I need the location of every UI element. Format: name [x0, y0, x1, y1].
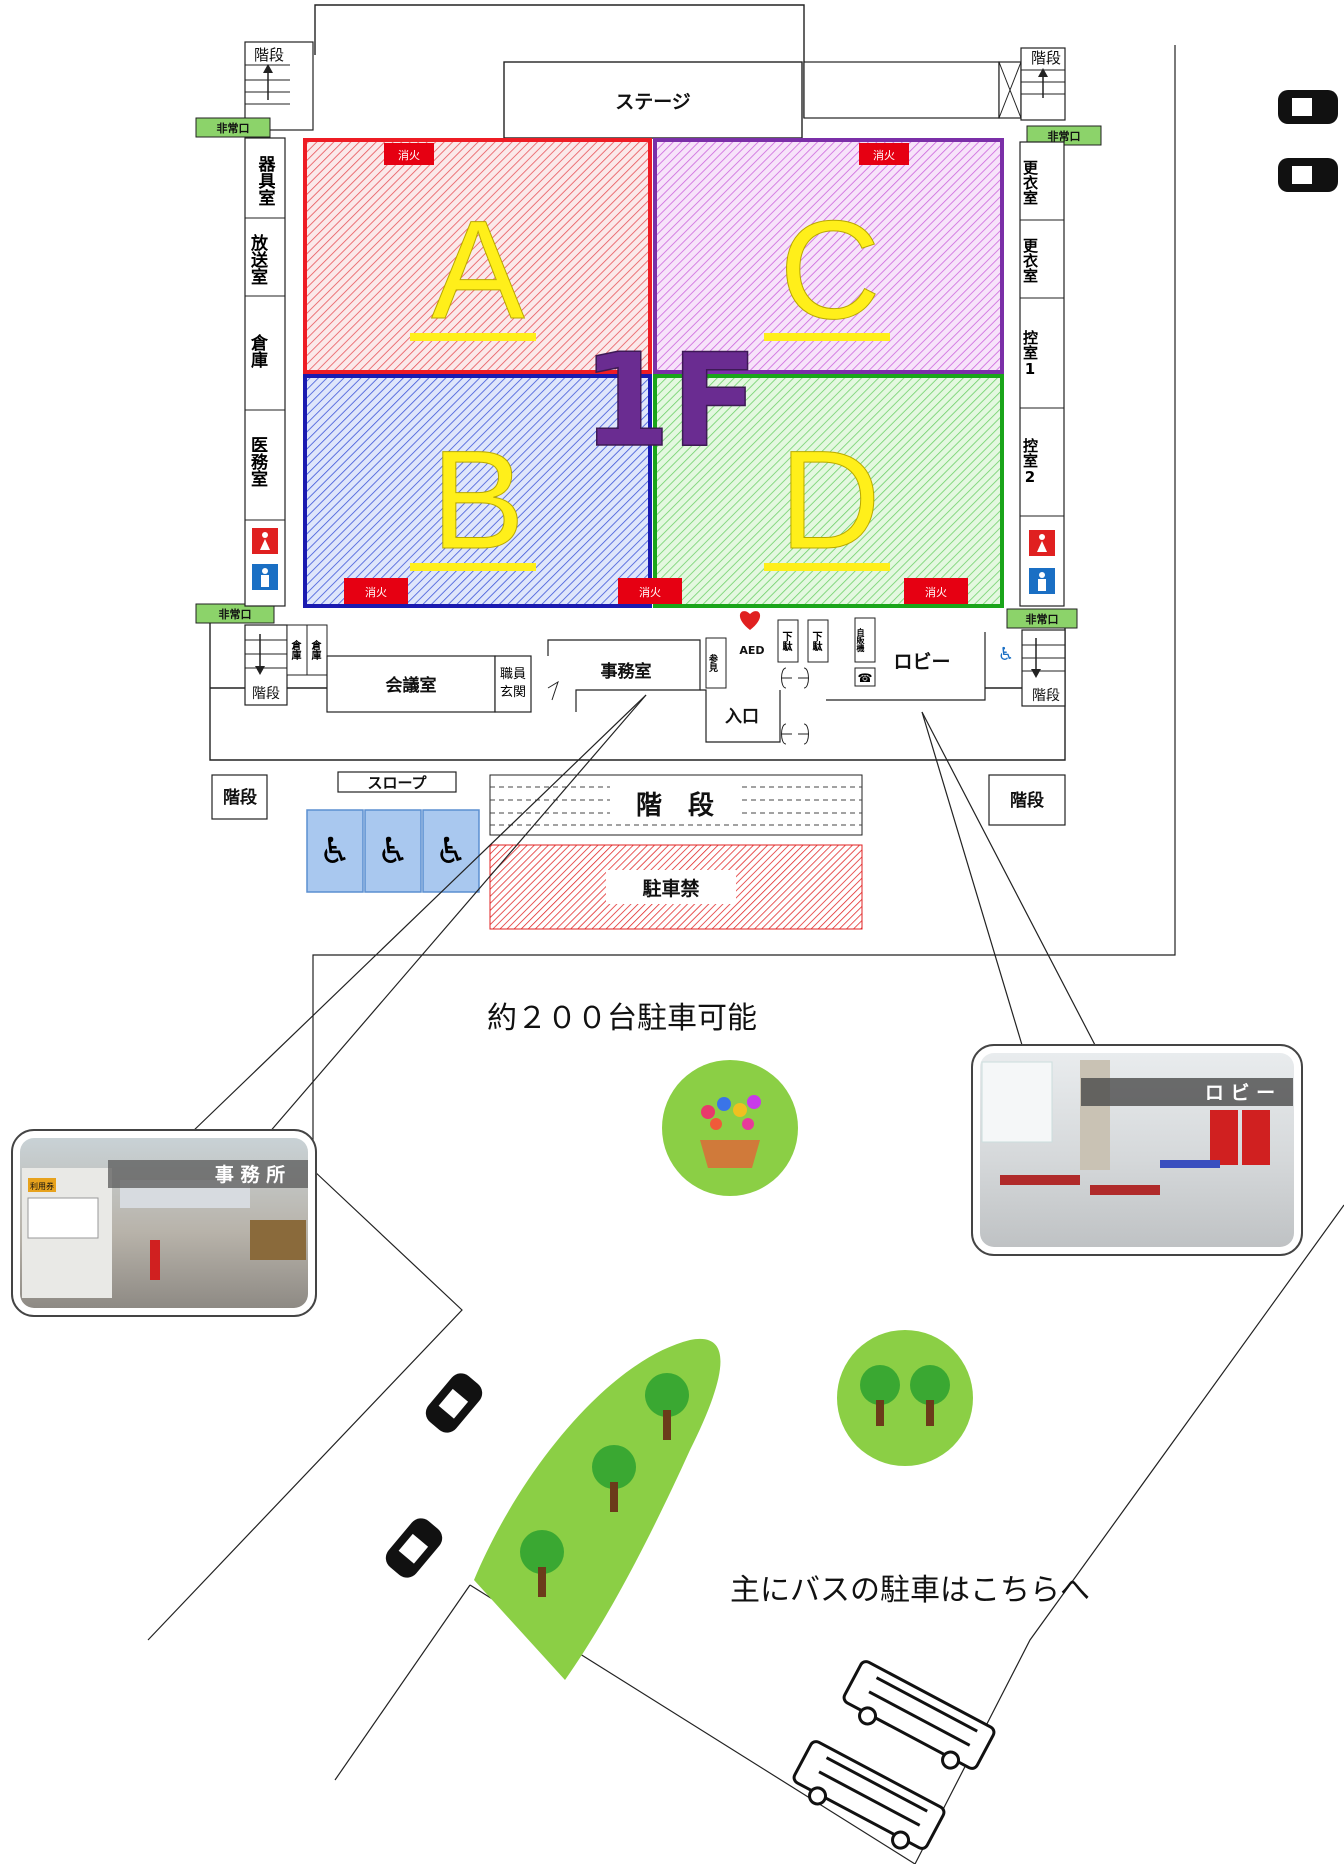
zone-c-label: C: [779, 191, 880, 348]
wheelchair-icon: ♿: [319, 831, 351, 872]
stairs-top-right: 階段: [1020, 47, 1066, 121]
flower-planter-icon: [662, 1060, 798, 1196]
stage-label: ステージ: [615, 91, 691, 113]
room-storage: 倉庫: [247, 334, 267, 368]
svg-text:非常口: 非常口: [1026, 612, 1059, 626]
room-locker-1: 更衣室: [1021, 159, 1039, 205]
room-broadcast: 放送室: [247, 233, 267, 285]
car-icon: [1278, 90, 1338, 192]
zone-b-label: B: [431, 421, 524, 578]
photo-office: 利用券 事 務 所: [11, 1129, 317, 1317]
stairs-top-left: 階段: [244, 41, 314, 131]
svg-text:非常口: 非常口: [1048, 129, 1081, 143]
svg-text:ロ ビ ー: ロ ビ ー: [1205, 1082, 1275, 1104]
bus-parking-note: 主にバスの駐車はこちらへ: [730, 1573, 1090, 1608]
svg-text:ロビー: ロビー: [893, 651, 950, 673]
svg-text:AED: AED: [739, 644, 764, 657]
svg-text:階段: 階段: [1032, 688, 1060, 704]
zone-a-label: A: [431, 191, 525, 348]
zone-d-label: D: [779, 421, 880, 578]
room-medical: 医務室: [247, 435, 267, 487]
accessible-parking: ♿ ♿ ♿: [306, 809, 480, 893]
vending-machine: 自販機 ☎: [854, 617, 876, 687]
phone-icon: ☎: [858, 671, 873, 685]
staff-entrance: 職員玄関: [494, 655, 559, 713]
no-parking-zone: 駐車禁: [489, 844, 863, 930]
svg-text:消火: 消火: [925, 585, 947, 599]
bus-icon: [792, 1660, 996, 1850]
stage-wing: [803, 61, 1000, 119]
tree-icon: [520, 1373, 689, 1597]
elevator-box: [998, 61, 1022, 119]
outer-stairs-left: 階段: [211, 774, 268, 820]
svg-text:非常口: 非常口: [219, 607, 252, 621]
green-island: [474, 1338, 721, 1680]
stairs-bottom-left: 階段: [244, 624, 288, 706]
svg-text:非常口: 非常口: [217, 121, 250, 135]
svg-text:事 務 所: 事 務 所: [215, 1163, 285, 1186]
slope: スロープ: [337, 771, 457, 793]
wheelchair-icon: ♿: [435, 831, 467, 872]
main-entrance: 入口: [700, 667, 809, 745]
svg-text:階段: 階段: [252, 686, 280, 702]
front-stairs: 階 段: [489, 774, 863, 836]
room-waiting-1: 控室1: [1021, 330, 1039, 378]
fire-extinguisher-tags: 消火 消火 消火 消火 消火: [344, 143, 968, 604]
svg-text:階 段: 階 段: [636, 790, 714, 821]
svg-text:消火: 消火: [639, 585, 661, 599]
right-rooms: 更衣室 更衣室 控室1 控室2: [1019, 141, 1065, 607]
svg-text:消火: 消火: [398, 148, 420, 162]
parking-capacity-text: 約２００台駐車可能: [487, 1001, 757, 1036]
lobby: ロビー ♿: [826, 632, 1014, 701]
arena: A B C D 1F 消火 消火 消火 消火 消火: [303, 138, 1004, 608]
wheelchair-icon: ♿: [377, 831, 409, 872]
sanka-box: 参見: [705, 637, 727, 689]
svg-text:会議室: 会議室: [386, 675, 437, 696]
svg-text:事務室: 事務室: [601, 661, 652, 682]
outer-stairs-right: 階段: [988, 774, 1066, 826]
svg-text:スロープ: スロープ: [367, 774, 427, 792]
wheelchair-icon: ♿: [998, 644, 1014, 665]
stairs-bottom-right: 階段: [1021, 629, 1066, 707]
shoe-boxes: 下駄 下駄: [777, 619, 829, 663]
left-rooms: 器具室 放送室 倉庫 医務室: [244, 137, 286, 607]
callout-lines: [189, 694, 1096, 1135]
tree-icon: [837, 1330, 973, 1466]
svg-text:消火: 消火: [365, 585, 387, 599]
stage: ステージ: [503, 61, 803, 139]
ticket-sign: [28, 1178, 56, 1192]
aed-heart-icon: [739, 611, 761, 630]
svg-text:駐車禁: 駐車禁: [642, 877, 699, 900]
meeting-room: 会議室: [326, 655, 496, 713]
stairs-label: 階段: [1031, 49, 1061, 67]
office: 事務室: [547, 639, 701, 712]
svg-text:消火: 消火: [873, 148, 895, 162]
emergency-exit-top-left: 非常口: [195, 117, 271, 138]
photo-lobby: ロ ビ ー: [971, 1044, 1303, 1256]
aed: AED: [739, 611, 765, 657]
car-icon: [385, 1373, 483, 1578]
emergency-exit-bottom-right: 非常口: [1006, 608, 1078, 629]
floor-label: 1F: [582, 327, 759, 476]
stairs-label: 階段: [254, 46, 284, 64]
svg-text:利用券: 利用券: [30, 1181, 54, 1191]
room-locker-2: 更衣室: [1021, 237, 1039, 283]
svg-text:階段: 階段: [223, 787, 257, 808]
room-waiting-2: 控室2: [1021, 438, 1039, 486]
svg-text:入口: 入口: [725, 707, 759, 727]
small-storages: 倉庫 倉庫: [286, 624, 328, 676]
emergency-exit-bottom-left: 非常口: [195, 603, 275, 624]
room-equipment: 器具室: [254, 154, 275, 206]
svg-text:階段: 階段: [1010, 790, 1044, 811]
